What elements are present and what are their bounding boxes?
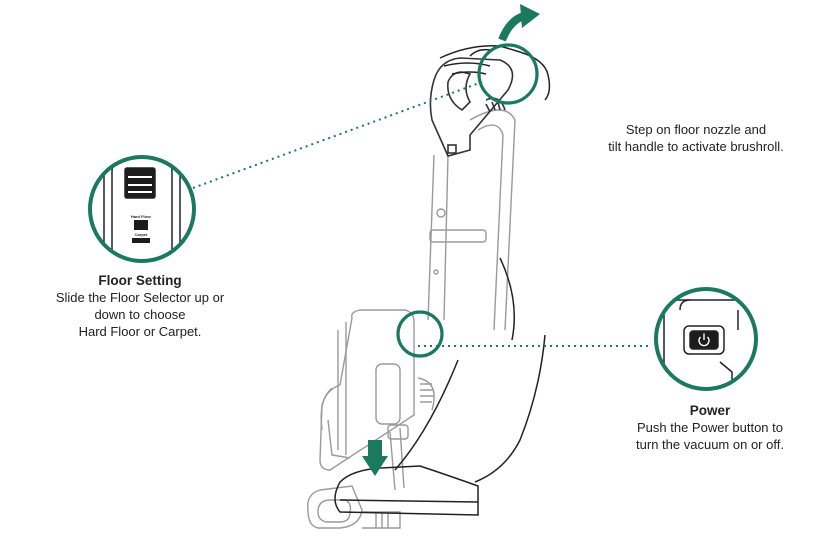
- floor-setting-title: Floor Setting: [98, 273, 182, 288]
- down-arrow-icon: [362, 440, 388, 476]
- power-line-2: turn the vacuum on or off.: [636, 437, 784, 452]
- curved-arrow-icon: [498, 4, 540, 42]
- user-leg: [334, 257, 546, 516]
- user-hand-arm: [439, 45, 551, 101]
- hard-floor-inset-label: Hard Floor: [131, 214, 152, 219]
- power-icon: [698, 333, 710, 347]
- floor-setting-line-2: down to choose: [94, 307, 186, 322]
- floor-setting-line-3: Hard Floor or Carpet.: [78, 324, 202, 339]
- brushroll-line-1: Step on floor nozzle and: [625, 122, 767, 137]
- power-title: Power: [689, 403, 731, 418]
- vacuum-illustration: [307, 109, 516, 529]
- power-inset: [654, 287, 758, 391]
- floor-setting-line-1: Slide the Floor Selector up or: [55, 290, 225, 305]
- brushroll-line-2: tilt handle to activate brushroll.: [608, 139, 784, 154]
- brushroll-caption: Step on floor nozzle and tilt handle to …: [570, 121, 822, 155]
- power-line-1: Push the Power button to: [637, 420, 783, 435]
- floor-setting-inset: Hard Floor Carpet: [88, 155, 196, 263]
- handle-zoom-marker: [477, 43, 539, 105]
- power-zoom-marker: [396, 310, 444, 358]
- power-caption: Power Push the Power button to turn the …: [598, 402, 822, 453]
- floor-setting-caption: Floor Setting Slide the Floor Selector u…: [20, 272, 260, 340]
- carpet-inset-label: Carpet: [135, 232, 148, 237]
